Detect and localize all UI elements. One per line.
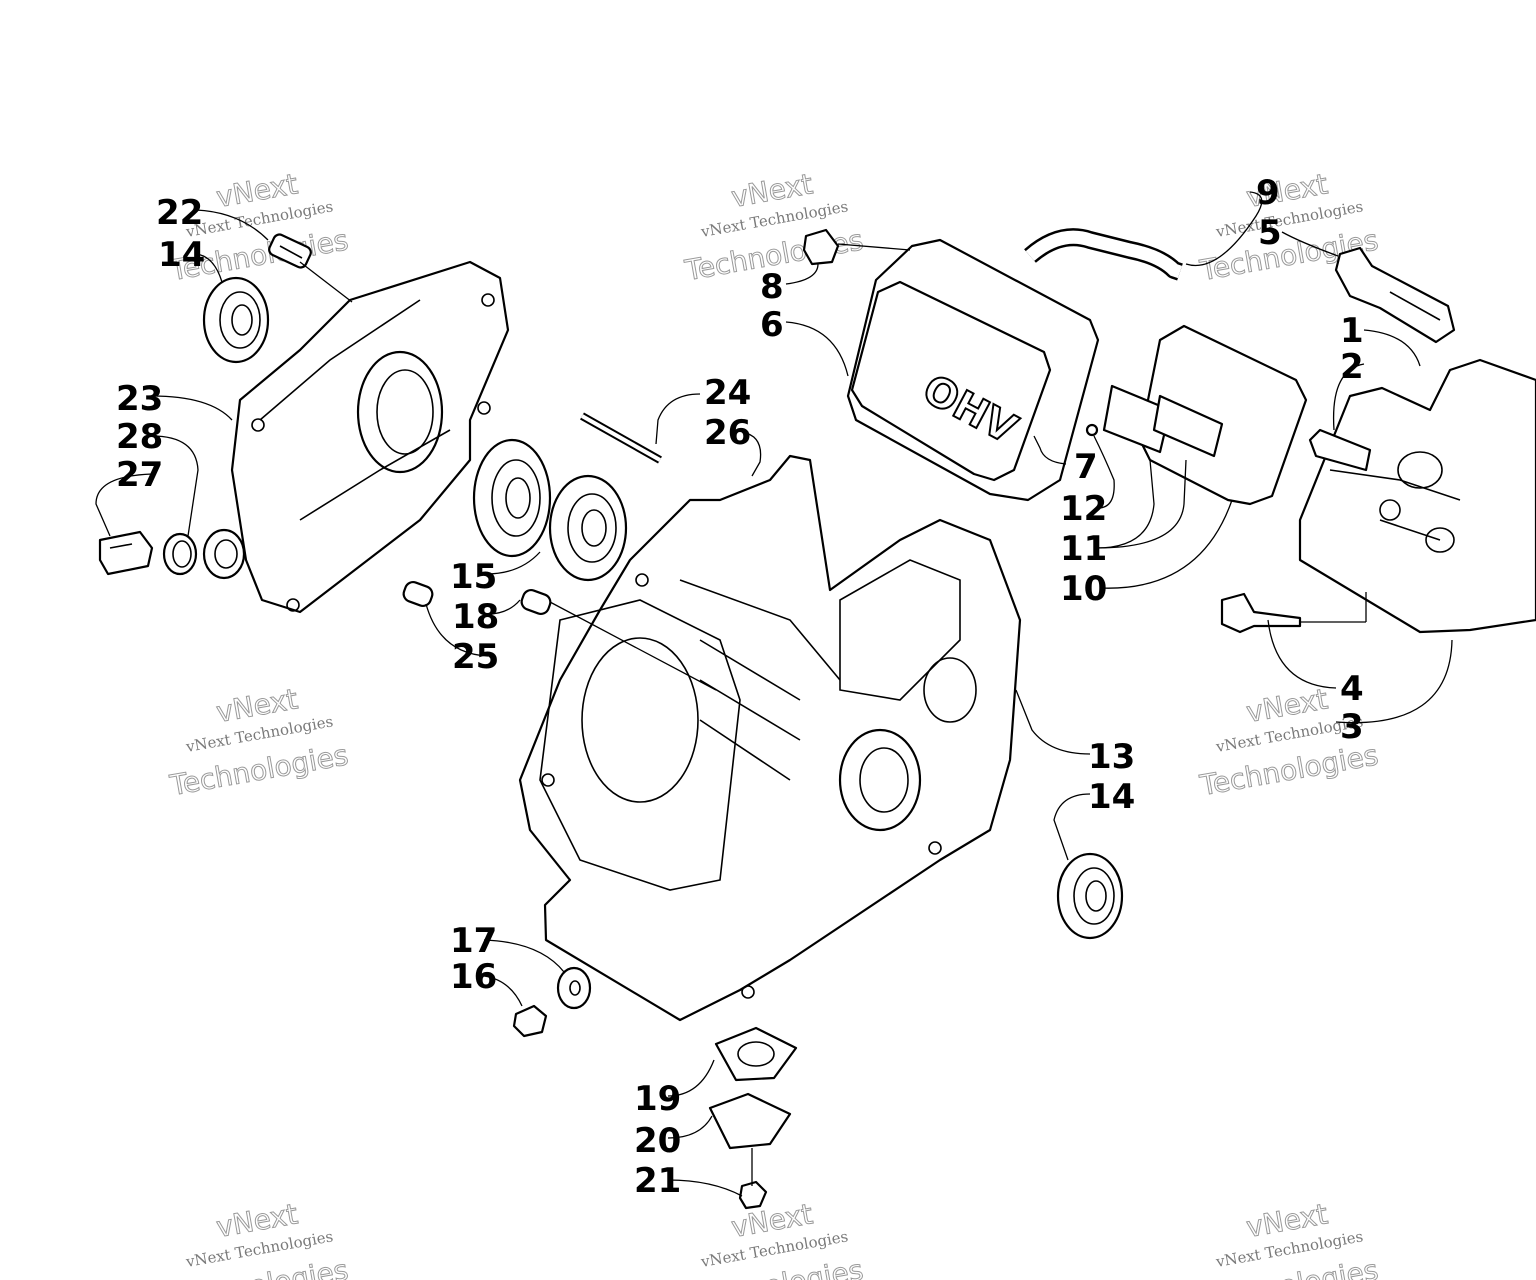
part-breather-8 — [802, 228, 840, 266]
callout-21: 21 — [634, 1161, 681, 1201]
callout-12: 12 — [1060, 489, 1107, 529]
part-crankcase-block — [518, 454, 1022, 1022]
leader-lines — [95, 191, 1453, 1197]
part-valve-cover: OHV — [846, 238, 1100, 502]
callout-4: 4 — [1340, 669, 1364, 709]
callout-19: 19 — [634, 1079, 681, 1119]
callout-5: 5 — [1258, 213, 1282, 253]
callout-3: 3 — [1340, 707, 1364, 747]
part-head-bolt-4 — [1220, 592, 1302, 634]
part-pin-24 — [580, 412, 662, 464]
part-gasket-19 — [714, 1026, 798, 1082]
part-crankcase-cover — [230, 260, 510, 614]
part-hose-9 — [1024, 228, 1183, 281]
callout-8: 8 — [760, 267, 784, 307]
part-seal-14b — [1056, 852, 1124, 940]
callout-22: 22 — [156, 193, 203, 233]
part-screw-12 — [1085, 423, 1099, 437]
callout-10: 10 — [1060, 569, 1107, 609]
part-drain-plug-27 — [98, 530, 154, 576]
part-spark-plug-5 — [1334, 246, 1456, 344]
callout-15: 15 — [450, 557, 497, 597]
callout-11: 11 — [1060, 529, 1107, 569]
callout-9: 9 — [1256, 173, 1280, 213]
part-stud-2 — [1308, 428, 1372, 472]
part-cylinder-head — [1298, 358, 1536, 634]
callout-28: 28 — [116, 417, 163, 457]
callout-27: 27 — [116, 455, 163, 495]
callout-23: 23 — [116, 379, 163, 419]
part-bolt-21 — [738, 1148, 768, 1210]
part-bearing-15b — [548, 474, 628, 582]
part-dowel-25 — [402, 580, 434, 608]
callout-24: 24 — [704, 373, 751, 413]
callout-16: 16 — [450, 957, 497, 997]
callout-18: 18 — [452, 597, 499, 637]
callout-17: 17 — [450, 921, 497, 961]
part-filler-neck — [202, 528, 246, 580]
callout-7: 7 — [1074, 447, 1098, 487]
part-bolt-16 — [512, 1004, 548, 1038]
part-plate-20 — [708, 1092, 792, 1150]
part-seal-top-left — [202, 276, 270, 364]
part-bearing-15a — [472, 438, 552, 558]
callout-1: 1 — [1340, 311, 1364, 351]
callout-labels: 22 14 23 28 27 24 26 15 18 25 9 5 8 6 1 … — [116, 173, 1364, 1201]
callout-13: 13 — [1088, 737, 1135, 777]
callout-2: 2 — [1340, 347, 1364, 387]
part-bolt-22 — [268, 233, 312, 269]
callout-25: 25 — [452, 637, 499, 677]
callout-6: 6 — [760, 305, 784, 345]
callout-20: 20 — [634, 1121, 681, 1161]
callout-14-right: 14 — [1088, 777, 1135, 817]
callout-26: 26 — [704, 413, 751, 453]
part-o-ring-28 — [162, 532, 198, 576]
part-washer-17 — [556, 966, 592, 1010]
callout-14-top: 14 — [158, 235, 205, 275]
part-breather-assembly-10 — [1102, 324, 1308, 506]
part-dowel-18 — [520, 588, 552, 616]
